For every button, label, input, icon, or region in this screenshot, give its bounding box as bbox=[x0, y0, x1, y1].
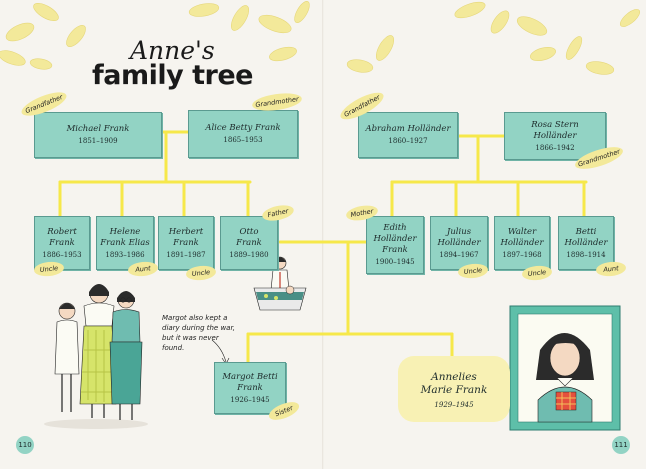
person-card-edith: Edith Holländer Frank 1900–1945 bbox=[366, 216, 424, 274]
page-title-line2: family tree bbox=[92, 60, 253, 91]
person-name: Walter Holländer bbox=[497, 227, 547, 249]
leaf bbox=[585, 60, 615, 77]
person-name: Alice Betty Frank bbox=[203, 123, 283, 134]
anne-portrait bbox=[510, 306, 620, 430]
person-years: 1897–1968 bbox=[502, 250, 541, 260]
person-name: Helene Frank Elias bbox=[99, 227, 151, 249]
person-name: Julius Holländer bbox=[434, 227, 484, 249]
leaf bbox=[268, 45, 298, 64]
person-years: 1886–1953 bbox=[42, 250, 81, 260]
person-name: Michael Frank bbox=[67, 124, 130, 135]
leaf bbox=[373, 33, 397, 63]
leaf bbox=[563, 34, 585, 62]
person-card-michael: Michael Frank 1851–1909 bbox=[34, 112, 162, 158]
person-card-abraham: Abraham Holländer 1860–1927 bbox=[358, 112, 458, 158]
leaf bbox=[63, 22, 89, 50]
frank-family-illustration bbox=[44, 284, 148, 429]
person-name: Rosa Stern Holländer bbox=[520, 120, 590, 142]
person-name: Herbert Frank bbox=[166, 227, 206, 249]
leaf bbox=[453, 0, 487, 21]
leaf bbox=[257, 12, 294, 37]
leaf bbox=[488, 8, 513, 36]
person-years: 1900–1945 bbox=[375, 257, 414, 267]
person-years: 1865–1953 bbox=[223, 135, 262, 145]
leaf bbox=[29, 57, 52, 71]
person-years: 1860–1927 bbox=[388, 136, 427, 146]
person-card-otto: Otto Frank 1889–1980 bbox=[220, 216, 278, 270]
person-card-robert: Robert Frank 1886–1953 bbox=[34, 216, 90, 270]
person-card-anne: Annelies Marie Frank 1929–1945 bbox=[398, 371, 510, 409]
leaf bbox=[346, 58, 374, 74]
person-name: Annelies Marie Frank bbox=[398, 371, 510, 397]
leaf bbox=[0, 48, 27, 69]
page-number-right: 111 bbox=[612, 436, 630, 454]
person-name: Betti Holländer bbox=[561, 227, 611, 249]
person-card-herbert: Herbert Frank 1891–1987 bbox=[158, 216, 214, 270]
person-years: 1851–1909 bbox=[78, 136, 117, 146]
leaf bbox=[292, 0, 313, 25]
leaf bbox=[31, 0, 61, 24]
person-years: 1898–1914 bbox=[566, 250, 605, 260]
leaf bbox=[618, 6, 643, 29]
person-name: Abraham Holländer bbox=[365, 124, 450, 135]
person-years: 1926–1945 bbox=[230, 395, 269, 405]
margot-diary-note: Margot also kept a diary during the war,… bbox=[162, 313, 242, 353]
person-years: 1893–1986 bbox=[105, 250, 144, 260]
person-years: 1894–1967 bbox=[439, 250, 478, 260]
person-name: Robert Frank bbox=[42, 227, 82, 249]
person-years: 1891–1987 bbox=[166, 250, 205, 260]
person-card-walter: Walter Holländer 1897–1968 bbox=[494, 216, 550, 270]
person-card-alice: Alice Betty Frank 1865–1953 bbox=[188, 110, 298, 158]
person-years: 1889–1980 bbox=[229, 250, 268, 260]
person-years: 1929–1945 bbox=[398, 401, 510, 409]
person-name: Edith Holländer Frank bbox=[369, 223, 421, 256]
leaf bbox=[529, 45, 557, 63]
person-name: Margot Betti Frank bbox=[218, 372, 282, 394]
leaf bbox=[188, 1, 220, 18]
person-name: Otto Frank bbox=[232, 227, 266, 249]
person-years: 1866–1942 bbox=[535, 143, 574, 153]
leaf bbox=[515, 13, 550, 39]
leaf bbox=[228, 3, 252, 33]
person-card-julius: Julius Holländer 1894–1967 bbox=[430, 216, 488, 270]
page-number-left: 110 bbox=[16, 436, 34, 454]
leaf bbox=[3, 19, 36, 44]
